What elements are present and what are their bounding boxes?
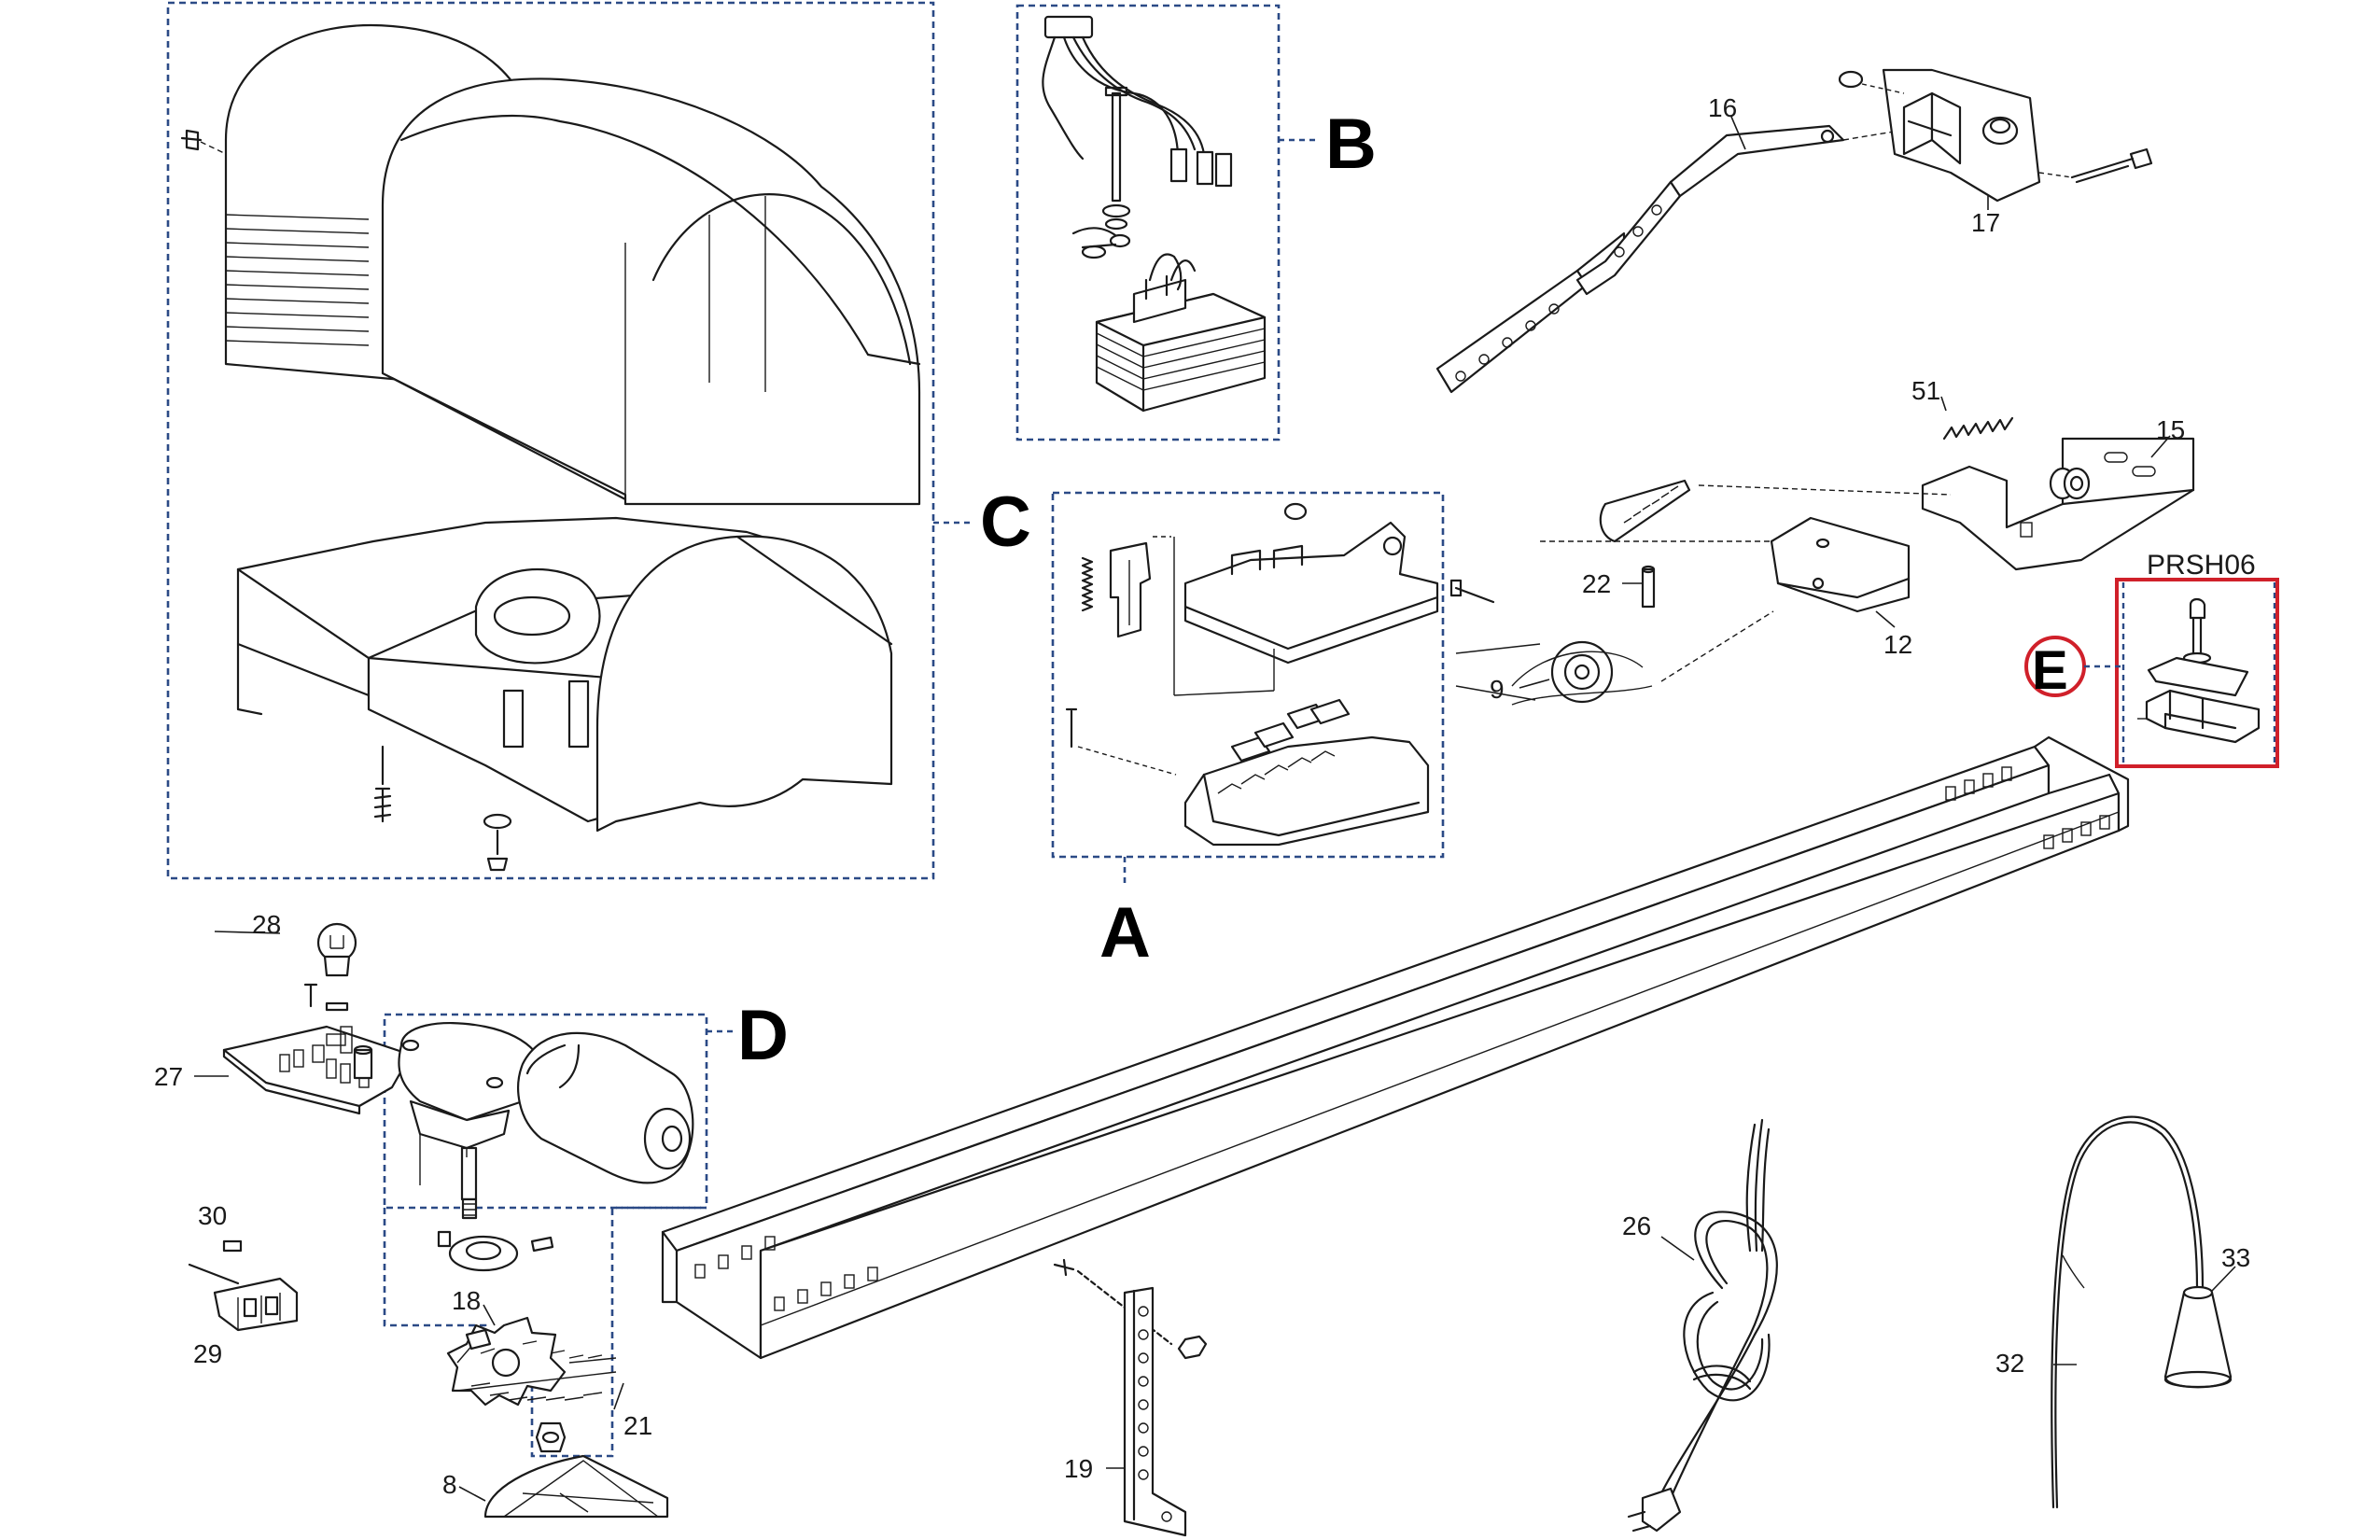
header-bracket-drawing	[1455, 416, 2195, 706]
highlight-box	[2115, 578, 2279, 768]
part-label-15: 15	[2156, 415, 2185, 444]
group-label-c: C	[980, 483, 1031, 562]
part-prsh06-drawing	[2137, 597, 2261, 744]
transformer-drawing	[1042, 15, 1267, 413]
group-label-d: D	[737, 996, 789, 1075]
angle-bracket-drawing	[1053, 1258, 1208, 1537]
part-label-29: 29	[193, 1339, 222, 1368]
part-label-9: 9	[1490, 675, 1505, 704]
door-arm-drawing	[1435, 68, 2153, 394]
group-c-frame	[166, 1, 935, 880]
part-label-27: 27	[154, 1062, 183, 1091]
group-label-e: E	[2032, 640, 2068, 701]
fuse-connector-drawing	[188, 1239, 299, 1332]
drive-sprocket-drawing	[446, 1316, 669, 1519]
motor-drawing	[398, 1021, 694, 1272]
part-code-label: PRSH06	[2147, 550, 2256, 581]
part-label-51: 51	[1911, 376, 1940, 405]
part-label-19: 19	[1064, 1454, 1093, 1483]
carriage-drawing	[1065, 502, 1495, 847]
group-label-b: B	[1325, 105, 1377, 184]
leader-lines	[194, 116, 2236, 1502]
circuit-board-drawing	[222, 922, 413, 1115]
release-cable-drawing	[2051, 1115, 2233, 1509]
part-label-18: 18	[452, 1286, 481, 1315]
housing-cover-drawing	[180, 23, 921, 872]
rail-drawing	[661, 735, 2130, 1360]
power-cord-drawing	[1627, 1118, 1778, 1533]
group-d-frame	[383, 1013, 708, 1210]
part-label-28: 28	[252, 910, 281, 939]
part-label-26: 26	[1622, 1211, 1651, 1240]
part-label-33: 33	[2221, 1243, 2250, 1272]
group-a-frame	[1051, 491, 1445, 859]
group-label-a: A	[1099, 893, 1151, 973]
part-label-12: 12	[1883, 630, 1912, 659]
part-label-30: 30	[198, 1201, 227, 1230]
part-label-21: 21	[623, 1411, 652, 1440]
part-label-22: 22	[1582, 569, 1611, 598]
part-label-16: 16	[1708, 93, 1737, 122]
part-label-32: 32	[1995, 1349, 2024, 1378]
part-label-8: 8	[442, 1470, 457, 1499]
part-label-17: 17	[1971, 208, 2000, 237]
